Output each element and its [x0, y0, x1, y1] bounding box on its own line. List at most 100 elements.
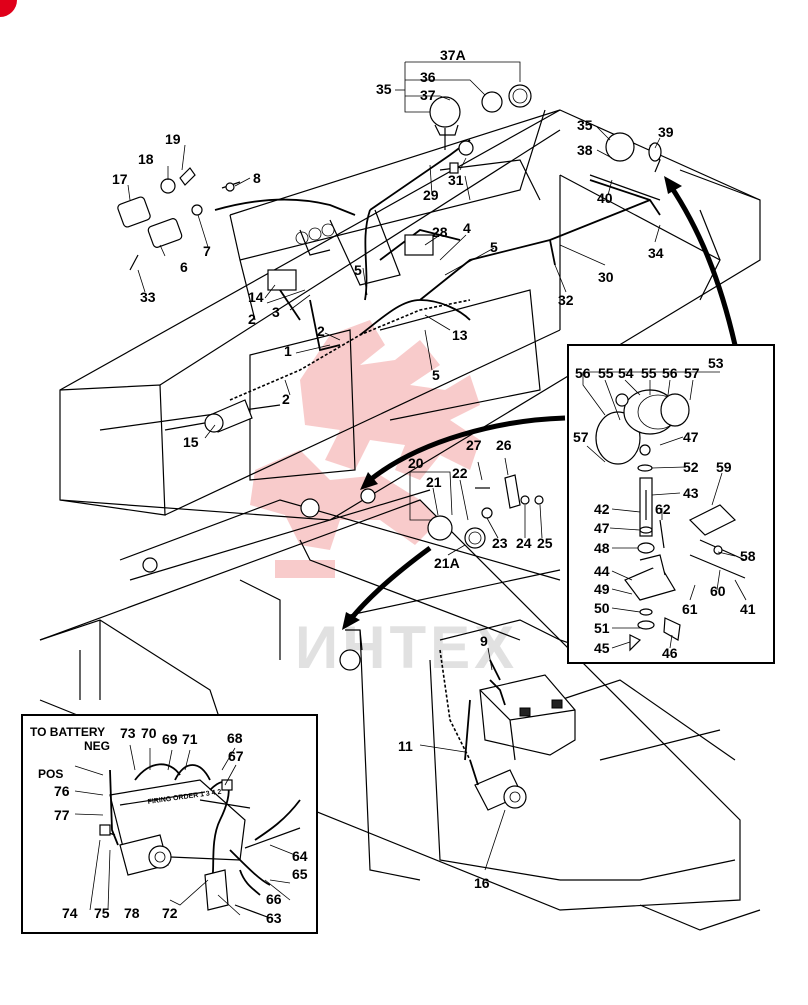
label-61: 61 — [682, 601, 698, 617]
lamp-assembly-20-27 — [427, 474, 544, 549]
label-44: 44 — [594, 563, 610, 579]
label-58: 58 — [740, 548, 756, 564]
label-32: 32 — [558, 292, 574, 308]
label-33: 33 — [140, 289, 156, 305]
label-67: 67 — [228, 748, 244, 764]
label-35a: 35 — [376, 81, 392, 97]
label-1: 1 — [284, 343, 292, 359]
label-73: 73 — [120, 725, 136, 741]
leader-lines — [74, 61, 747, 916]
label-54: 54 — [618, 365, 634, 381]
label-2c: 2 — [282, 391, 290, 407]
battery-cable — [489, 659, 501, 681]
label-68: 68 — [227, 730, 243, 746]
label-24: 24 — [516, 535, 532, 551]
label-38: 38 — [577, 142, 593, 158]
label-4: 4 — [463, 220, 471, 236]
label-42: 42 — [594, 501, 610, 517]
label-17: 17 — [112, 171, 128, 187]
starter-motor — [439, 649, 527, 811]
label-41: 41 — [740, 601, 756, 617]
label-6: 6 — [180, 259, 188, 275]
label-56b: 56 — [662, 365, 678, 381]
label-74: 74 — [62, 905, 78, 921]
label-52: 52 — [683, 459, 699, 475]
label-8: 8 — [253, 170, 261, 186]
label-18: 18 — [138, 151, 154, 167]
label-31: 31 — [448, 172, 464, 188]
label-55b: 55 — [641, 365, 657, 381]
label-48: 48 — [594, 540, 610, 556]
label-50: 50 — [594, 600, 610, 616]
label-37a: 37A — [440, 47, 466, 63]
label-2b: 2 — [317, 323, 325, 339]
lower-lamps — [142, 488, 376, 671]
label-37: 37 — [420, 87, 436, 103]
label-15: 15 — [183, 434, 199, 450]
label-36: 36 — [420, 69, 436, 85]
label-22: 22 — [452, 465, 468, 481]
inset-beacon-mount — [567, 344, 775, 664]
label-34: 34 — [648, 245, 664, 261]
label-72: 72 — [162, 905, 178, 921]
label-47a: 47 — [683, 429, 699, 445]
battery — [479, 674, 576, 761]
label-14: 14 — [248, 289, 264, 305]
label-77: 77 — [54, 807, 70, 823]
label-66: 66 — [266, 891, 282, 907]
label-21: 21 — [426, 474, 442, 490]
label-40: 40 — [597, 190, 613, 206]
corner-marker — [0, 0, 17, 17]
label-7: 7 — [203, 243, 211, 259]
label-30: 30 — [598, 269, 614, 285]
label-46: 46 — [662, 645, 678, 661]
label-62: 62 — [655, 501, 671, 517]
label-29: 29 — [423, 187, 439, 203]
label-9: 9 — [480, 633, 488, 649]
label-28: 28 — [432, 224, 448, 240]
label-70: 70 — [141, 725, 157, 741]
label-26: 26 — [496, 437, 512, 453]
label-51: 51 — [594, 620, 610, 636]
label-47b: 47 — [594, 520, 610, 536]
label-57a: 57 — [684, 365, 700, 381]
label-65: 65 — [292, 866, 308, 882]
label-71: 71 — [182, 731, 198, 747]
label-63: 63 — [266, 910, 282, 926]
part-labels: 37A 36 35 37 35 39 38 40 34 30 32 31 29 … — [30, 47, 756, 926]
pos-label: POS — [38, 767, 63, 781]
label-5c: 5 — [432, 367, 440, 383]
label-43: 43 — [683, 485, 699, 501]
label-75: 75 — [94, 905, 110, 921]
label-5b: 5 — [354, 262, 362, 278]
label-13: 13 — [452, 327, 468, 343]
label-78: 78 — [124, 905, 140, 921]
label-19: 19 — [165, 131, 181, 147]
label-21a: 21A — [434, 555, 460, 571]
label-64: 64 — [292, 848, 308, 864]
watermark-text: ИНТЕХ — [295, 614, 518, 681]
label-69: 69 — [162, 731, 178, 747]
to-battery-label: TO BATTERY — [30, 725, 105, 739]
label-3: 3 — [272, 304, 280, 320]
label-5a: 5 — [490, 239, 498, 255]
label-59: 59 — [716, 459, 732, 475]
label-45: 45 — [594, 640, 610, 656]
label-23: 23 — [492, 535, 508, 551]
label-55a: 55 — [598, 365, 614, 381]
label-39: 39 — [658, 124, 674, 140]
label-25: 25 — [537, 535, 553, 551]
label-49: 49 — [594, 581, 610, 597]
label-53: 53 — [708, 355, 724, 371]
inset-engine-wiring — [21, 714, 318, 934]
label-60: 60 — [710, 583, 726, 599]
label-76: 76 — [54, 783, 70, 799]
label-57b: 57 — [573, 429, 589, 445]
label-20: 20 — [408, 455, 424, 471]
label-16: 16 — [474, 875, 490, 891]
callout-arrows — [342, 176, 738, 630]
label-2a: 2 — [248, 311, 256, 327]
label-11: 11 — [398, 738, 413, 754]
